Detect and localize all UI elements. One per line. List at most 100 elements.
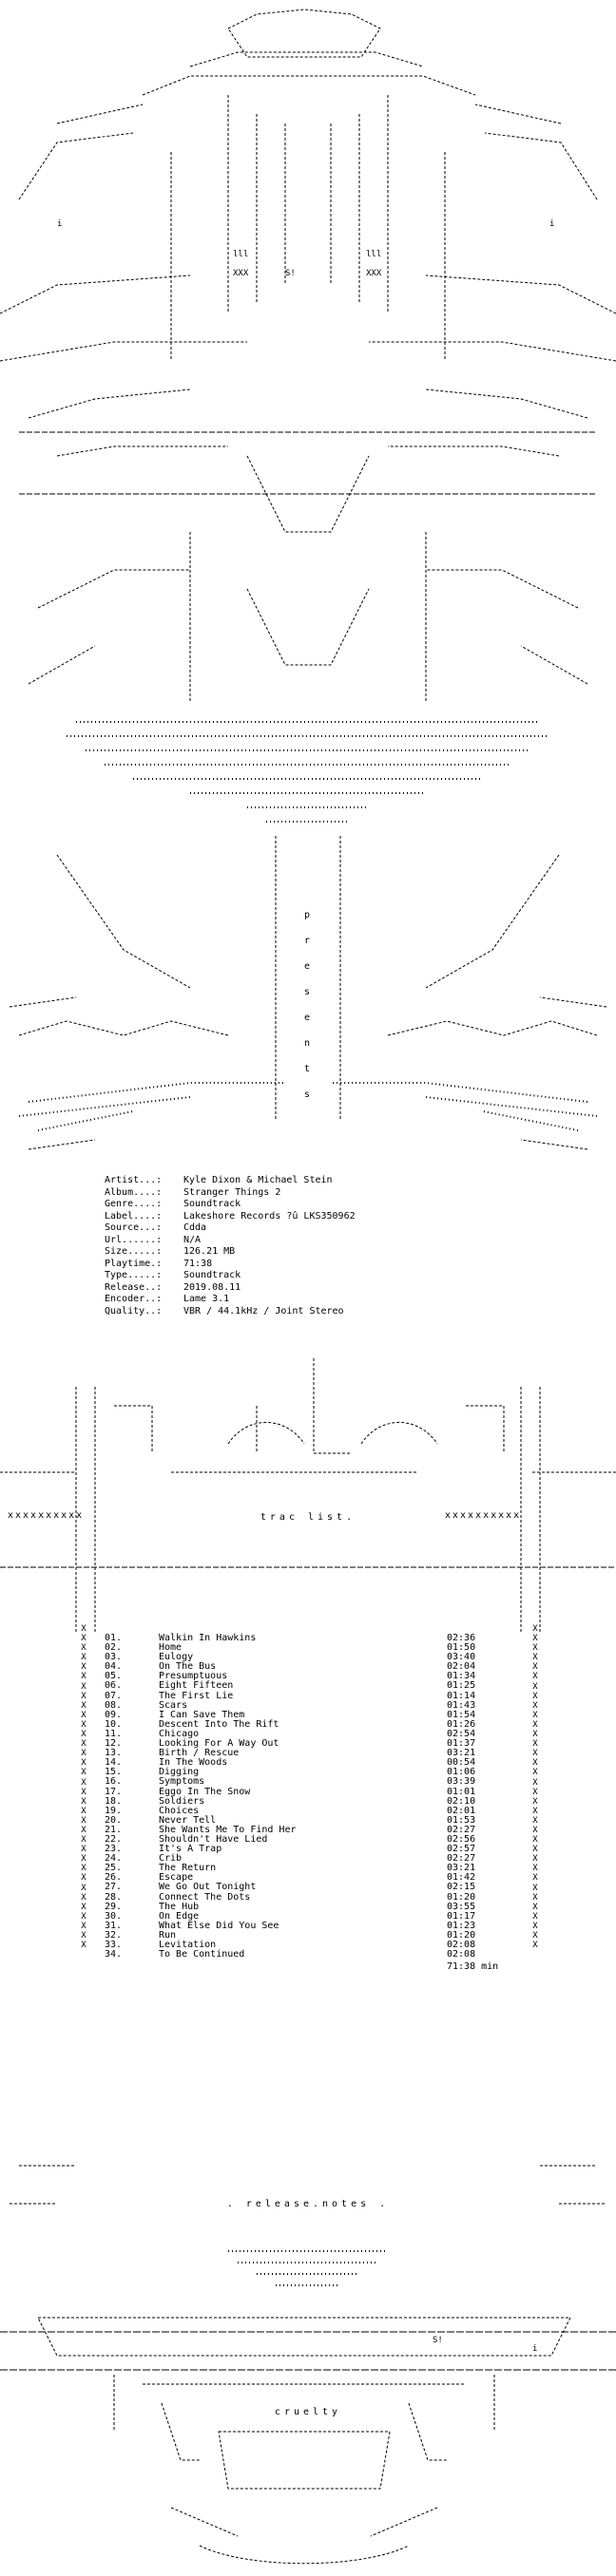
track-number: 17. — [105, 1786, 123, 1797]
track-title: Soldiers — [159, 1795, 205, 1807]
track-duration: 03:39 — [447, 1776, 476, 1788]
track-number: 21. — [105, 1824, 123, 1835]
track-number: 02. — [105, 1642, 123, 1654]
track-number: 07. — [105, 1690, 123, 1701]
x-mark: X — [532, 1941, 538, 1951]
info-value: VBR / 44.1kHz / Joint Stereo — [183, 1305, 344, 1316]
x-row-right: xxxxxxxxxx — [445, 1510, 522, 1521]
track-number: 31. — [105, 1920, 123, 1931]
track-duration: 01:43 — [447, 1699, 476, 1711]
track-duration: 02:01 — [447, 1805, 476, 1816]
track-duration: 01:53 — [447, 1814, 476, 1826]
track-number: 12. — [105, 1738, 123, 1750]
x-mark: X — [532, 1854, 538, 1865]
info-key: Size.....: — [105, 1246, 163, 1257]
x-mark: X — [81, 1719, 87, 1730]
track-duration: 00:54 — [447, 1757, 476, 1769]
x-mark: X — [81, 1681, 87, 1692]
x-mark: X — [532, 1681, 538, 1692]
x-mark: X — [532, 1825, 538, 1835]
track-duration: 03:21 — [447, 1863, 476, 1874]
track-title: Chicago — [159, 1728, 200, 1739]
info-value: Kyle Dixon & Michael Stein — [183, 1175, 333, 1185]
x-mark: X — [81, 1845, 87, 1855]
track-title: On The Bus — [159, 1661, 217, 1673]
track-number: 11. — [105, 1728, 123, 1739]
x-mark: X — [81, 1873, 87, 1884]
track-duration: 01:37 — [447, 1738, 476, 1750]
x-mark: X — [532, 1643, 538, 1654]
track-title: The First Lie — [159, 1690, 234, 1701]
track-title: Levitation — [159, 1940, 217, 1950]
track-duration: 01:34 — [447, 1671, 476, 1682]
track-title: It's A Trap — [159, 1844, 222, 1855]
x-mark: X — [81, 1931, 87, 1941]
info-row: Type.....:Soundtrack — [105, 1270, 356, 1282]
track-duration: 01:20 — [447, 1929, 476, 1941]
x-mark: X — [532, 1624, 538, 1634]
info-key: Source...: — [105, 1222, 163, 1233]
track-number: 25. — [105, 1863, 123, 1874]
track-number: 24. — [105, 1853, 123, 1865]
track-title: What Else Did You See — [159, 1920, 279, 1931]
xxx-mark: XXX — [233, 269, 249, 278]
track-duration: 02:27 — [447, 1824, 476, 1835]
x-mark: X — [532, 1864, 538, 1874]
track-number: 29. — [105, 1901, 123, 1912]
x-mark: X — [81, 1825, 87, 1835]
presents-letter: t — [303, 1064, 311, 1074]
track-title: Digging — [159, 1767, 200, 1778]
track-duration: 03:21 — [447, 1748, 476, 1759]
info-row: Playtime.:71:38 — [105, 1259, 356, 1271]
tracklist-header-art — [0, 1263, 616, 1634]
presents-letter: s — [303, 1089, 311, 1100]
x-mark: X — [532, 1672, 538, 1682]
tracklist-caption: trac list. — [260, 1512, 356, 1523]
track-duration: 01:01 — [447, 1786, 476, 1797]
track-title: Eulogy — [159, 1652, 194, 1663]
i-mark: i — [549, 219, 555, 229]
track-duration: 02:27 — [447, 1853, 476, 1865]
track-number: 20. — [105, 1814, 123, 1826]
x-mark: X — [81, 1835, 87, 1846]
info-value: Lakeshore Records ?û LKS350962 — [183, 1210, 356, 1222]
s-mark: S! — [285, 269, 296, 278]
x-mark: X — [81, 1662, 87, 1673]
x-mark: X — [81, 1883, 87, 1893]
track-number: 32. — [105, 1929, 123, 1941]
x-mark: X — [81, 1739, 87, 1750]
total-playtime: 71:38 min — [447, 1961, 499, 1972]
track-duration: 02:36 — [447, 1633, 476, 1643]
info-value: N/A — [183, 1234, 202, 1245]
track-number: 33. — [105, 1940, 123, 1950]
track-title: Presumptuous — [159, 1671, 228, 1682]
track-title: Crib — [159, 1853, 183, 1865]
x-mark: X — [81, 1777, 87, 1788]
x-mark: X — [81, 1634, 87, 1644]
track-duration: 01:14 — [447, 1690, 476, 1701]
x-mark: X — [532, 1719, 538, 1730]
track-duration: 01:42 — [447, 1872, 476, 1884]
x-mark: X — [532, 1730, 538, 1740]
x-mark: X — [81, 1749, 87, 1759]
x-mark: X — [532, 1931, 538, 1941]
track-number: 01. — [105, 1633, 123, 1643]
x-mark: X — [81, 1710, 87, 1720]
track-title: In The Woods — [159, 1757, 228, 1769]
